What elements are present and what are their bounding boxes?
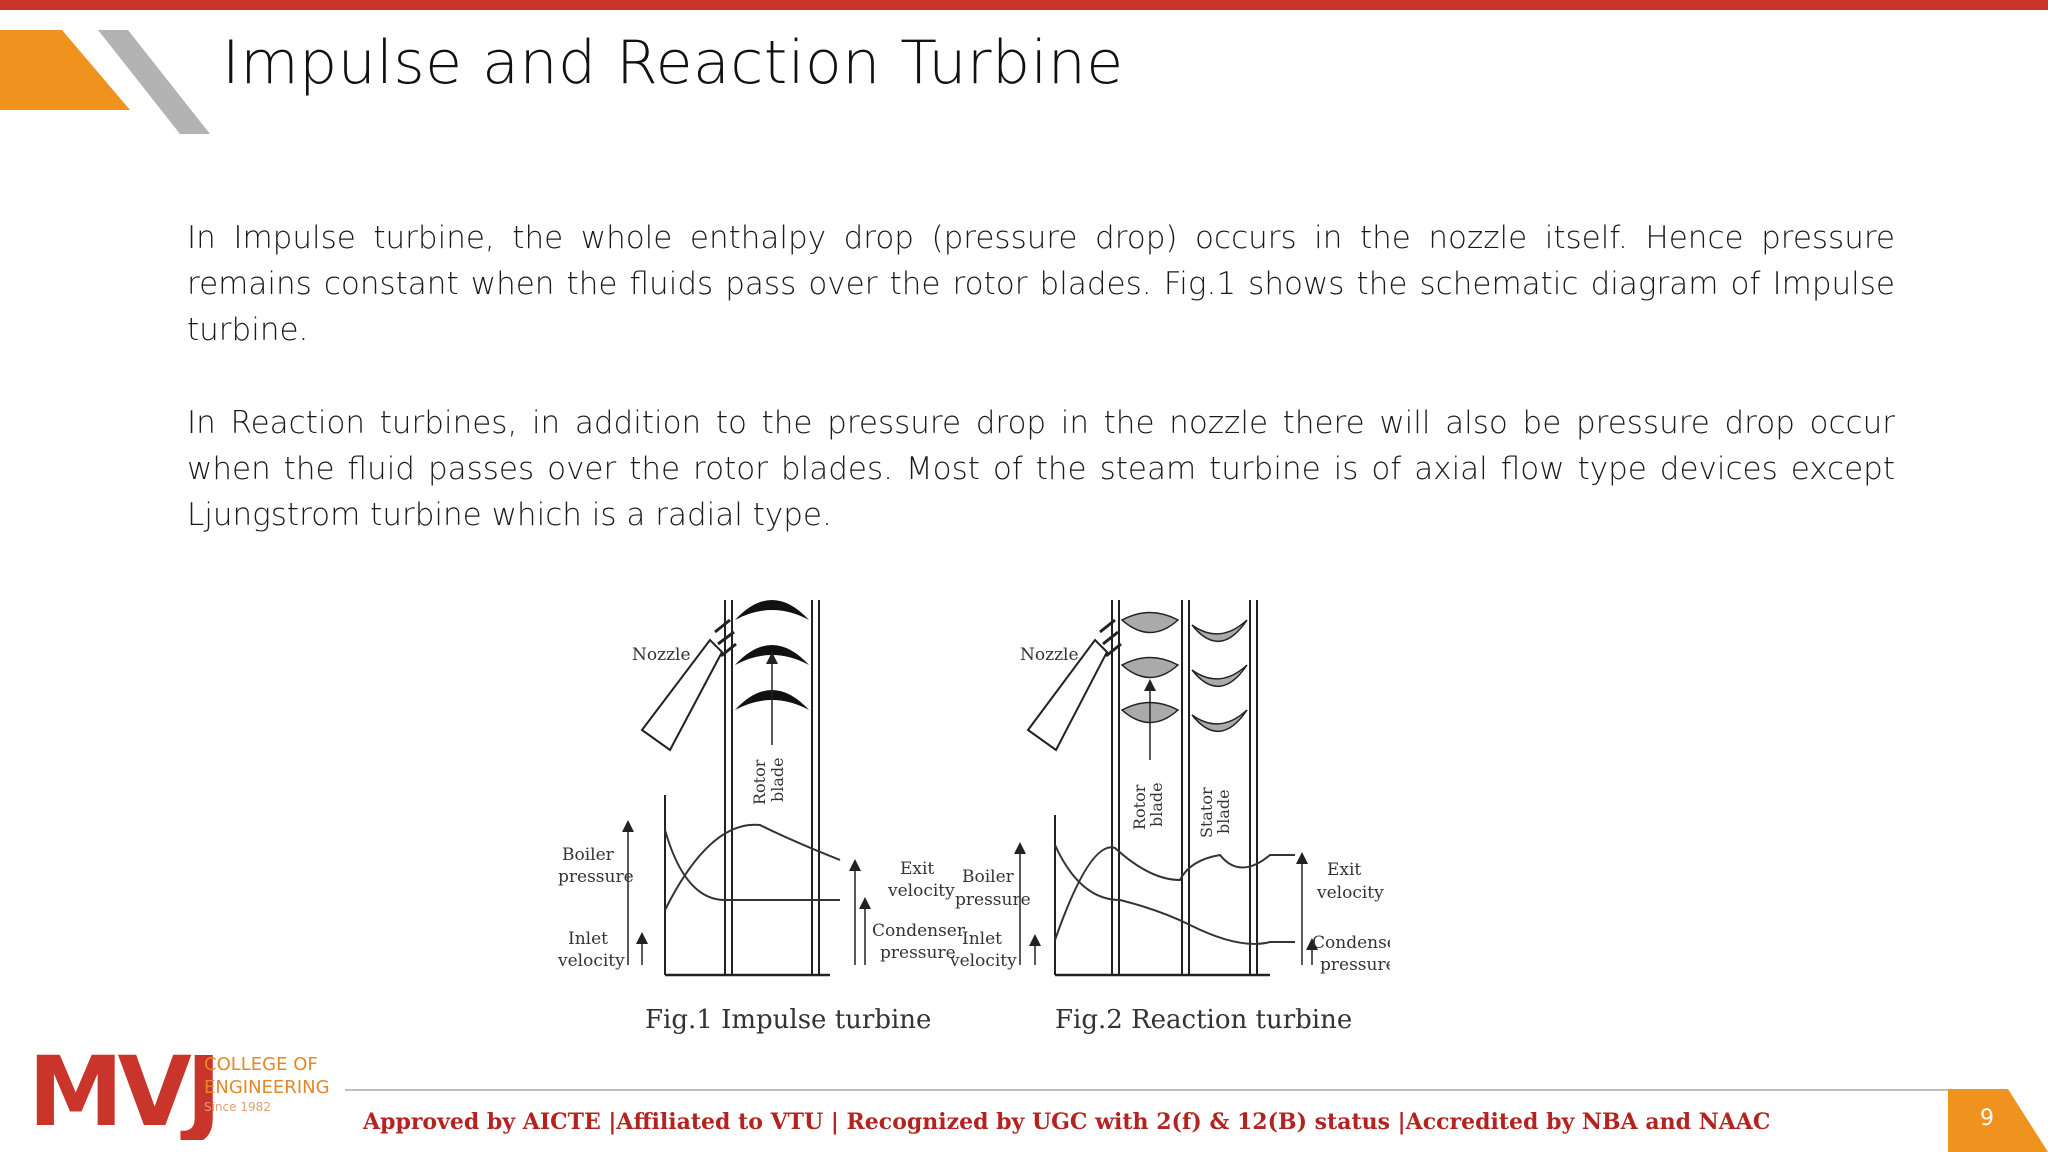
impulse-rotor-label: Rotor [750, 759, 769, 805]
reaction-nozzle-shape [1026, 638, 1109, 752]
svg-text:pressure: pressure [880, 943, 956, 963]
slide-title: Impulse and Reaction Turbine [222, 28, 1124, 98]
accreditation-text: Approved by AICTE |Affiliated to VTU | R… [363, 1109, 1771, 1135]
impulse-turbine-figure: Nozzle Boiler pressure Inlet velocity Ex… [557, 600, 966, 1035]
reaction-inlet-label: Inlet [962, 929, 1002, 949]
impulse-nozzle-shape [640, 638, 724, 752]
impulse-rotor-blade [735, 600, 809, 620]
page-number-badge [1948, 1089, 2048, 1152]
paragraph-impulse: In Impulse turbine, the whole enthalpy d… [187, 220, 1895, 348]
reaction-rotor-blade [1120, 611, 1180, 634]
impulse-pressure-curve [664, 829, 840, 901]
page-number: 9 [1980, 1106, 1994, 1131]
turbine-diagram: Nozzle Boiler pressure Inlet velocity Ex… [557, 600, 1390, 1035]
svg-text:velocity: velocity [887, 881, 955, 901]
logo-since: Since 1982 [204, 1100, 271, 1114]
reaction-nozzle-label: Nozzle [1020, 645, 1079, 665]
reaction-exit-label: Exit [1327, 860, 1361, 880]
svg-text:blade: blade [1147, 782, 1166, 827]
impulse-nozzle-label: Nozzle [632, 645, 691, 665]
reaction-stator-blade [1191, 664, 1248, 688]
impulse-caption: Fig.1 Impulse turbine [645, 1005, 931, 1035]
svg-text:pressure: pressure [1320, 955, 1390, 975]
svg-text:velocity: velocity [949, 951, 1017, 971]
grey-chevron-shape [98, 30, 210, 134]
reaction-rotor-blade [1120, 656, 1180, 679]
impulse-velocity-curve [664, 823, 841, 911]
orange-chevron-shape [0, 30, 130, 110]
college-logo: MVJ COLLEGE OF ENGINEERING Since 1982 [28, 1036, 330, 1140]
footer-divider [345, 1089, 1950, 1091]
logo-line2: ENGINEERING [204, 1077, 330, 1098]
impulse-exit-label: Exit [900, 859, 934, 879]
reaction-turbine-figure: Nozzle Boiler pressure Inlet velocity Ex… [949, 600, 1390, 1035]
svg-text:blade: blade [1214, 789, 1233, 834]
corner-decoration [0, 30, 210, 134]
logo-letters: MVJ [28, 1036, 216, 1140]
top-accent-bar [0, 0, 2048, 10]
impulse-boiler-label: Boiler [562, 845, 615, 865]
impulse-inlet-label: Inlet [568, 929, 608, 949]
impulse-condenser-label: Condenser [872, 921, 966, 941]
reaction-stator-blade [1191, 709, 1248, 733]
reaction-boiler-label: Boiler [962, 867, 1015, 887]
reaction-stator-label: Stator [1197, 787, 1216, 838]
svg-text:velocity: velocity [1316, 883, 1384, 903]
svg-text:pressure: pressure [558, 867, 634, 887]
svg-text:blade: blade [768, 757, 787, 802]
paragraph-reaction: In Reaction turbines, in addition to the… [187, 405, 1895, 533]
svg-text:velocity: velocity [557, 951, 625, 971]
reaction-velocity-curve [1054, 846, 1295, 941]
reaction-caption: Fig.2 Reaction turbine [1055, 1005, 1352, 1035]
logo-line1: COLLEGE OF [204, 1054, 318, 1075]
reaction-stator-blade [1191, 619, 1248, 643]
reaction-condenser-label: Condenser [1312, 933, 1390, 953]
svg-text:pressure: pressure [955, 890, 1031, 910]
reaction-rotor-label: Rotor [1130, 784, 1149, 830]
reaction-pressure-curve [1054, 844, 1295, 945]
